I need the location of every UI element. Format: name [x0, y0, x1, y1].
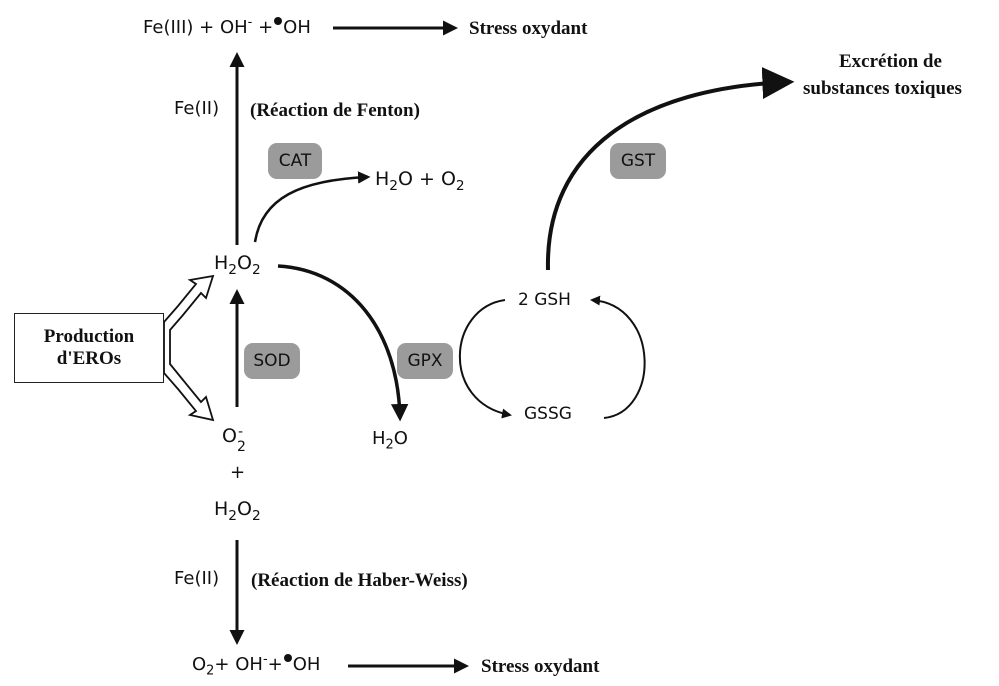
excretion-line2: substances toxiques: [803, 78, 962, 99]
gsh-to-gssg-curve: [459, 299, 512, 419]
fenton-reaction-label: (Réaction de Fenton): [250, 100, 420, 121]
fenton-oh: OH: [283, 17, 311, 38]
production-line2: d'EROs: [56, 348, 122, 369]
gst-curve-arrow: [545, 67, 795, 271]
gssg-to-gsh-curve: [590, 295, 646, 419]
enzyme-gst: GST: [610, 143, 666, 179]
gsh-label: 2 GSH: [518, 290, 571, 310]
h2o2-bottom: H2O2: [214, 498, 261, 524]
gssg-label: GSSG: [524, 404, 572, 424]
haber-weiss-reaction-label: (Réaction de Haber-Weiss): [251, 570, 468, 591]
plus-sign: +: [230, 462, 246, 483]
radical-dot-icon: [283, 654, 292, 662]
fenton-catalyst: Fe(II): [174, 98, 220, 119]
water-product: H2O: [372, 428, 408, 453]
fenton-plus: +: [258, 17, 274, 38]
enzyme-sod: SOD: [244, 343, 300, 379]
haber-weiss-equation: O2+ OH-+OH: [192, 652, 321, 679]
radical-dot-icon: [274, 17, 283, 25]
enzyme-gpx: GPX: [397, 343, 453, 379]
enzyme-cat: CAT: [268, 143, 322, 179]
fenton-minus: -: [247, 15, 253, 30]
h2o2-top: H2O2: [214, 252, 261, 278]
stress-label-top: Stress oxydant: [469, 18, 588, 39]
production-box: Production d'EROs: [14, 313, 164, 383]
excretion-line1: Excrétion de: [839, 51, 942, 72]
haber-weiss-catalyst: Fe(II): [174, 568, 220, 589]
production-line1: Production: [43, 326, 135, 348]
fenton-reactants: Fe(III) + OH: [143, 17, 248, 38]
production-hollow-arrows: [163, 274, 215, 422]
cat-products: H2O + O2: [375, 168, 465, 194]
cat-curve-arrow: [253, 171, 371, 243]
gpx-curve-arrow: [277, 264, 409, 422]
stress-label-bottom: Stress oxydant: [481, 656, 600, 677]
superoxide: O-2: [222, 424, 246, 455]
fenton-equation: Fe(III) + OH- + OH: [143, 16, 311, 38]
